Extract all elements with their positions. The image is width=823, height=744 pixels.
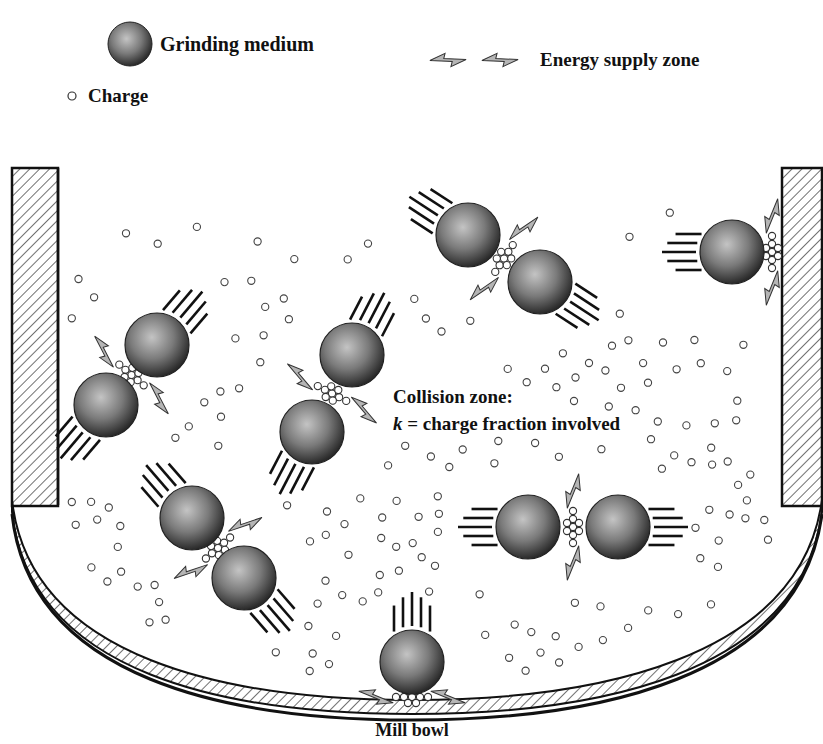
part-name: Mill bowl xyxy=(375,720,449,741)
legend-label: Energy supply zone xyxy=(540,49,699,71)
mill-bowl xyxy=(12,168,822,720)
legend-label: Grinding medium xyxy=(160,33,314,56)
legend-label: Charge xyxy=(88,85,148,107)
zone-label: Collision zone: xyxy=(390,386,516,408)
collision-effects xyxy=(56,189,783,708)
zone-formula: k = charge fraction involved xyxy=(390,413,623,435)
grinding-balls xyxy=(74,203,764,694)
charge-particles xyxy=(68,209,771,675)
